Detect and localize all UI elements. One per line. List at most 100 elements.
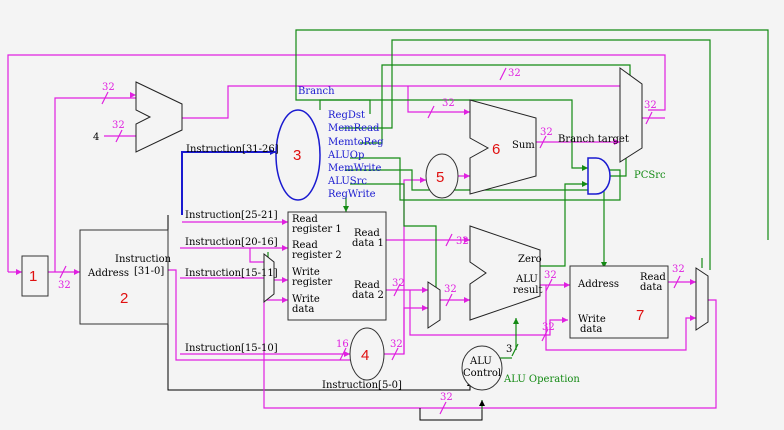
control-signal-6: RegWrite bbox=[328, 189, 376, 200]
wire-pc-to-adder bbox=[54, 97, 136, 272]
data-mem-read-1: Read bbox=[640, 272, 666, 283]
pc-adder bbox=[135, 81, 183, 153]
wire-read-data2-mem bbox=[409, 290, 568, 336]
arrow-head bbox=[464, 297, 470, 303]
const-four-label: 4 bbox=[93, 132, 99, 143]
bus-width-label: 32 bbox=[540, 127, 553, 138]
control-branch-label: Branch bbox=[298, 86, 335, 97]
wire-instr-31-26 bbox=[181, 151, 276, 215]
regfile-read-data1-a: Read bbox=[354, 228, 380, 239]
control-number: 3 bbox=[293, 147, 301, 164]
branch-adder-number: 6 bbox=[492, 141, 500, 158]
bus-width-label: 32 bbox=[456, 236, 469, 247]
regdst-mux bbox=[263, 252, 275, 304]
arrow-head bbox=[16, 269, 22, 275]
data-mem-write-2: data bbox=[580, 324, 602, 335]
memtoreg-mux bbox=[695, 267, 709, 331]
regfile-read-reg1-a: Read bbox=[292, 214, 318, 225]
arrow-head bbox=[282, 245, 288, 251]
alu bbox=[469, 225, 541, 321]
data-mem-write-1: Write bbox=[578, 314, 606, 325]
sign-extend-number: 4 bbox=[361, 347, 369, 364]
arrow-head bbox=[74, 269, 80, 275]
instr-25-21-label: Instruction[25-21] bbox=[185, 210, 278, 221]
alu-control-line2: Control bbox=[463, 368, 501, 379]
instr-mem-address-label: Address bbox=[87, 268, 129, 279]
arrow-head bbox=[479, 400, 485, 406]
wire-memtoreg bbox=[360, 64, 631, 144]
arrow-head bbox=[562, 317, 568, 323]
instr-mem-instruction-label: Instruction bbox=[115, 254, 172, 265]
alu-operation-label: ALU Operation bbox=[503, 374, 580, 385]
const-three-label: 3 bbox=[506, 344, 512, 355]
data-mem-number: 7 bbox=[636, 307, 644, 324]
bus-width-label: 32 bbox=[542, 322, 555, 333]
shift-number: 5 bbox=[436, 169, 444, 186]
wire-branch bbox=[319, 99, 588, 169]
regfile-read-data1-b: data 1 bbox=[352, 238, 384, 249]
control-unit bbox=[275, 109, 321, 201]
alu-result-a: ALU bbox=[515, 274, 538, 285]
instr-15-10-label: Instruction[15-10] bbox=[185, 343, 278, 354]
arrow-head bbox=[282, 219, 288, 225]
pc-block bbox=[21, 255, 49, 297]
arrow-head bbox=[422, 287, 428, 293]
instr-31-26-label: Instruction[31-26] bbox=[186, 144, 279, 155]
and-gate bbox=[587, 157, 611, 195]
instr-15-11-label: Instruction[15-11] bbox=[185, 268, 278, 279]
bus-width-label: 32 bbox=[392, 278, 405, 289]
arrow-head bbox=[601, 262, 607, 268]
control-signal-0: RegDst bbox=[328, 110, 365, 121]
arrow-head bbox=[270, 149, 276, 155]
arrow-head bbox=[464, 173, 470, 179]
control-signal-3: ALUOp bbox=[327, 150, 364, 161]
wire-pcplus4-to-adder bbox=[407, 86, 470, 113]
bus-width-label: 32 bbox=[440, 392, 453, 403]
wire-pc-feedback bbox=[7, 54, 666, 272]
regfile-read-data2-b: data 2 bbox=[352, 290, 384, 301]
wire-zero bbox=[540, 183, 588, 267]
arrow-head bbox=[582, 181, 588, 187]
wire-alu-result-bypass bbox=[545, 285, 696, 351]
alusrc-mux bbox=[427, 281, 441, 329]
arrow-head bbox=[464, 237, 470, 243]
shift-unit bbox=[425, 153, 459, 199]
register-file bbox=[287, 211, 387, 321]
instr-5-0-label: Instruction[5-0] bbox=[322, 380, 402, 391]
bus-width-label: 32 bbox=[544, 270, 557, 281]
arrow-head bbox=[582, 165, 588, 171]
regfile-read-reg1-b: register 1 bbox=[292, 224, 342, 235]
bus-width-label: 32 bbox=[112, 120, 125, 131]
branch-adder bbox=[469, 99, 537, 195]
bus-width-label: 32 bbox=[102, 82, 115, 93]
arrow-head bbox=[422, 305, 428, 311]
bus-width-label: 32 bbox=[672, 264, 685, 275]
arrow-head bbox=[420, 177, 426, 183]
pc-number: 1 bbox=[29, 268, 37, 285]
regfile-write-reg-b: register bbox=[292, 277, 332, 288]
sign-extend-unit bbox=[349, 327, 385, 381]
arrow-head bbox=[344, 351, 350, 357]
pc-mux bbox=[619, 67, 643, 163]
branch-adder-sum: Sum bbox=[512, 140, 535, 151]
regfile-write-data-a: Write bbox=[292, 294, 320, 305]
bus-width-label: 32 bbox=[644, 100, 657, 111]
arrow-head bbox=[282, 277, 288, 283]
bus-width-label: 32 bbox=[508, 68, 521, 79]
wire-aluctrl-in bbox=[419, 400, 483, 421]
regfile-write-reg-a: Write bbox=[292, 267, 320, 278]
bus-slashes bbox=[59, 67, 681, 415]
bus-width-label: 32 bbox=[390, 339, 403, 350]
control-signal-1: MemRead bbox=[328, 123, 380, 134]
arrow-head bbox=[343, 206, 349, 212]
regfile-write-data-b: data bbox=[292, 304, 314, 315]
alu-result-b: result bbox=[513, 285, 543, 296]
arrow-head bbox=[464, 109, 470, 115]
regfile-read-data2-a: Read bbox=[354, 280, 380, 291]
wire-regdst bbox=[295, 29, 769, 240]
data-mem-read-2: data bbox=[640, 282, 662, 293]
bus-width-label: 32 bbox=[442, 98, 455, 109]
alu-control-line1: ALU bbox=[469, 356, 492, 367]
